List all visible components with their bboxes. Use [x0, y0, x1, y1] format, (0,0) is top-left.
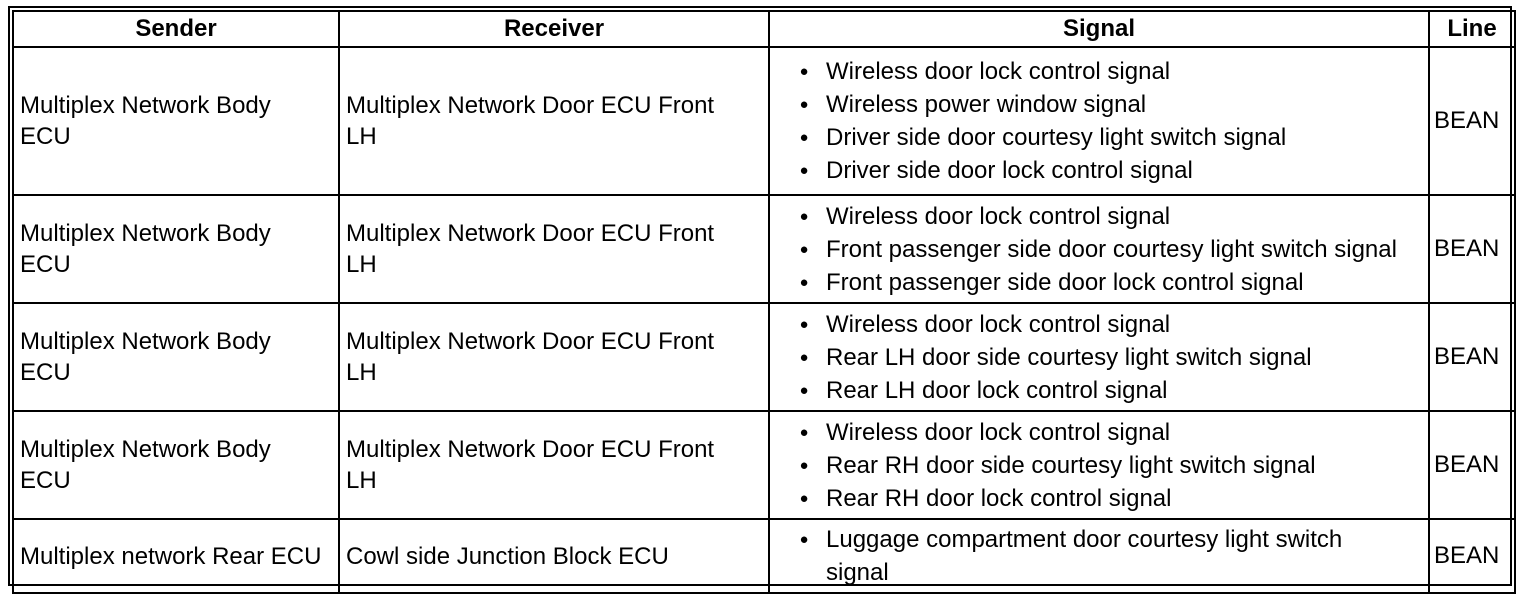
bullet-icon: ●	[799, 381, 809, 399]
signal-text: Rear LH door side courtesy light switch …	[826, 343, 1312, 371]
bullet-icon: ●	[799, 240, 809, 258]
signal-item: ● Wireless power window signal	[771, 88, 1427, 121]
receiver-cell: Multiplex Network Door ECU Front LH	[338, 46, 770, 196]
bullet-icon: ●	[799, 531, 809, 548]
bullet-icon: ●	[799, 273, 809, 291]
signal-item: ● Rear RH door lock control signal	[771, 482, 1427, 515]
bullet-icon: ●	[799, 96, 809, 113]
signal-text: Rear LH door lock control signal	[826, 376, 1168, 404]
signal-cell: ● Wireless door lock control signal ● Fr…	[768, 194, 1430, 304]
signal-item: ● Driver side door lock control signal	[771, 154, 1427, 187]
signal-item: ● Wireless door lock control signal	[771, 55, 1427, 88]
signal-item: ● Luggage compartment door courtesy ligh…	[771, 523, 1427, 589]
signal-text: Rear RH door side courtesy light switch …	[826, 451, 1316, 479]
signal-text: Wireless door lock control signal	[826, 202, 1171, 230]
signal-item: ● Wireless door lock control signal	[771, 200, 1427, 233]
receiver-cell: Multiplex Network Door ECU Front LH	[338, 194, 770, 304]
signal-text: Driver side door lock control signal	[826, 157, 1193, 184]
signal-text: Wireless door lock control signal	[826, 310, 1171, 338]
signal-text: Rear RH door lock control signal	[826, 484, 1172, 512]
table-row: Multiplex Network Body ECU Multiplex Net…	[12, 46, 1516, 196]
signal-cell: ● Wireless door lock control signal ● Re…	[768, 302, 1430, 412]
signal-item: ● Rear LH door side courtesy light switc…	[771, 341, 1427, 374]
signal-item: ● Front passenger side door courtesy lig…	[771, 233, 1427, 266]
column-header-sender: Sender	[12, 10, 340, 48]
bullet-icon: ●	[799, 129, 809, 146]
signal-table-border: Sender Receiver Signal Line Multiplex Ne…	[8, 6, 1516, 594]
signal-list: ● Wireless door lock control signal ● Wi…	[771, 55, 1427, 187]
column-header-line: Line	[1428, 10, 1516, 48]
table-row: Multiplex Network Body ECU Multiplex Net…	[12, 194, 1516, 304]
signal-cell: ● Luggage compartment door courtesy ligh…	[768, 518, 1430, 594]
bullet-icon: ●	[799, 423, 809, 441]
signal-text: Front passenger side door courtesy light…	[826, 235, 1397, 263]
line-cell: BEAN	[1428, 302, 1516, 412]
receiver-cell: Multiplex Network Door ECU Front LH	[338, 410, 770, 520]
column-header-signal: Signal	[768, 10, 1430, 48]
signal-list: ● Wireless door lock control signal ● Fr…	[771, 200, 1427, 299]
signal-routing-table: Sender Receiver Signal Line Multiplex Ne…	[12, 10, 1516, 594]
signal-text: Front passenger side door lock control s…	[826, 268, 1304, 296]
signal-list: ● Wireless door lock control signal ● Re…	[771, 416, 1427, 515]
column-header-receiver: Receiver	[338, 10, 770, 48]
sender-cell: Multiplex Network Body ECU	[12, 302, 340, 412]
header-row: Sender Receiver Signal Line	[12, 10, 1516, 48]
signal-list: ● Wireless door lock control signal ● Re…	[771, 308, 1427, 407]
bullet-icon: ●	[799, 489, 809, 507]
signal-text: Wireless power window signal	[826, 91, 1147, 118]
line-cell: BEAN	[1428, 518, 1516, 594]
signal-item: ● Rear LH door lock control signal	[771, 374, 1427, 407]
sender-cell: Multiplex Network Body ECU	[12, 410, 340, 520]
bullet-icon: ●	[799, 315, 809, 333]
signal-list: ● Luggage compartment door courtesy ligh…	[771, 523, 1427, 589]
table-row: Multiplex Network Body ECU Multiplex Net…	[12, 410, 1516, 520]
signal-item: ● Front passenger side door lock control…	[771, 266, 1427, 299]
receiver-cell: Cowl side Junction Block ECU	[338, 518, 770, 594]
signal-text: Luggage compartment door courtesy light …	[826, 526, 1343, 586]
signal-item: ● Wireless door lock control signal	[771, 308, 1427, 341]
line-cell: BEAN	[1428, 46, 1516, 196]
sender-cell: Multiplex Network Body ECU	[12, 46, 340, 196]
signal-cell: ● Wireless door lock control signal ● Wi…	[768, 46, 1430, 196]
table-row: Multiplex network Rear ECU Cowl side Jun…	[12, 518, 1516, 594]
signal-cell: ● Wireless door lock control signal ● Re…	[768, 410, 1430, 520]
bullet-icon: ●	[799, 63, 809, 80]
bullet-icon: ●	[799, 348, 809, 366]
bullet-icon: ●	[799, 456, 809, 474]
sender-cell: Multiplex Network Body ECU	[12, 194, 340, 304]
table-row: Multiplex Network Body ECU Multiplex Net…	[12, 302, 1516, 412]
signal-item: ● Driver side door courtesy light switch…	[771, 121, 1427, 154]
signal-text: Driver side door courtesy light switch s…	[826, 124, 1287, 151]
line-cell: BEAN	[1428, 194, 1516, 304]
signal-item: ● Wireless door lock control signal	[771, 416, 1427, 449]
receiver-cell: Multiplex Network Door ECU Front LH	[338, 302, 770, 412]
signal-text: Wireless door lock control signal	[826, 58, 1171, 85]
line-cell: BEAN	[1428, 410, 1516, 520]
signal-text: Wireless door lock control signal	[826, 418, 1171, 446]
bullet-icon: ●	[799, 162, 809, 179]
bullet-icon: ●	[799, 207, 809, 225]
signal-item: ● Rear RH door side courtesy light switc…	[771, 449, 1427, 482]
sender-cell: Multiplex network Rear ECU	[12, 518, 340, 594]
